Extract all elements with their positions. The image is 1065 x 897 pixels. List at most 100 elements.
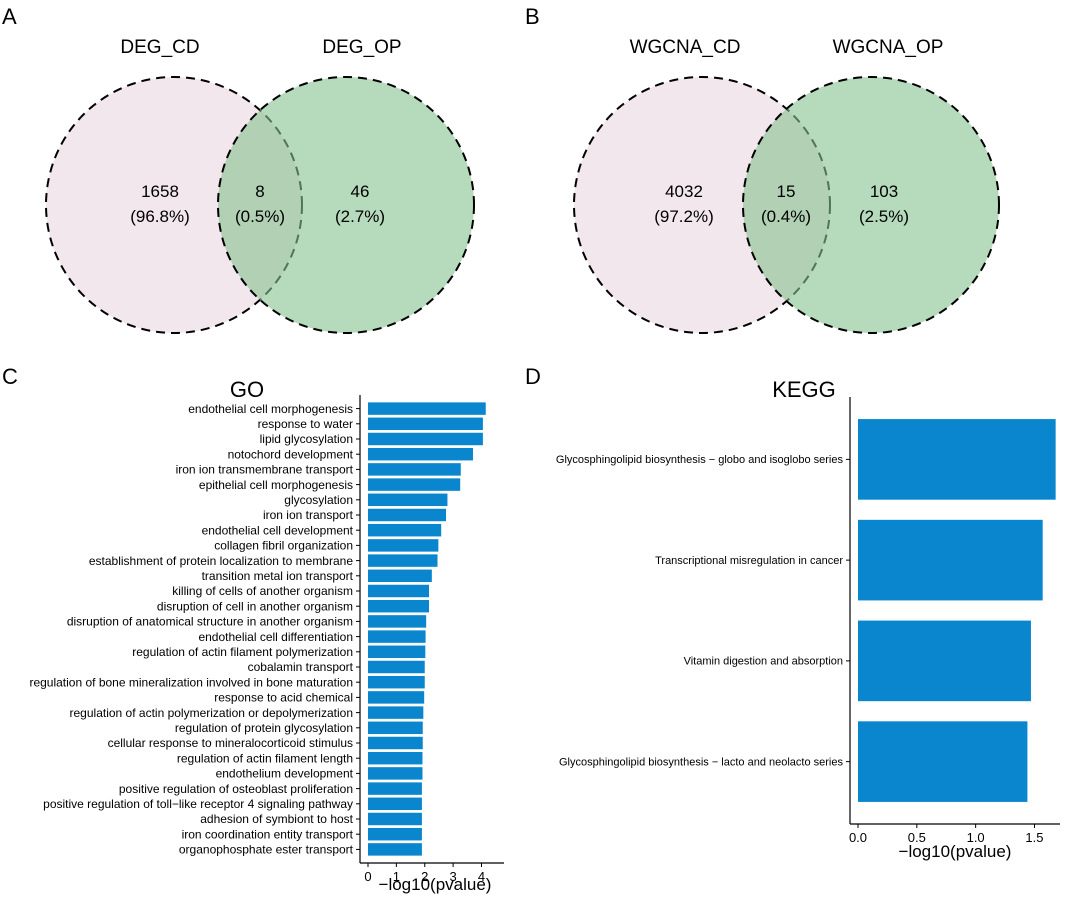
go-bar (368, 584, 429, 598)
go-category-label: lipid glycosylation (260, 432, 353, 446)
go-category-label: disruption of cell in another organism (157, 599, 353, 613)
venn-deg-left-count: 1658 (141, 182, 179, 201)
go-x-tick-label: 3 (449, 869, 456, 884)
go-bar (368, 554, 438, 567)
go-category-label: endothelial cell development (202, 523, 354, 537)
go-bar (368, 508, 447, 522)
go-bar (368, 721, 423, 735)
go-bar (368, 812, 422, 826)
go-category-label: transition metal ion transport (202, 569, 354, 583)
go-bar (368, 843, 422, 856)
kegg-bar (858, 721, 1028, 802)
kegg-x-axis-title: −log10(pvalue) (899, 842, 1012, 861)
venn-deg-right-count: 46 (351, 182, 370, 201)
go-bar (368, 751, 423, 765)
panel-label-d: D (525, 364, 541, 389)
go-category-label: killing of cells of another organism (172, 584, 353, 598)
kegg-x-tick-label: 0.0 (849, 830, 867, 845)
go-bar (368, 827, 422, 841)
go-bar-chart: GO −log10(pvalue) endothelial cell morph… (29, 377, 504, 894)
go-category-label: response to water (258, 417, 353, 431)
go-category-label: regulation of actin polymerization or de… (70, 706, 353, 720)
go-bar (368, 523, 442, 537)
go-x-tick-label: 2 (421, 869, 428, 884)
go-category-label: collagen fibril organization (214, 539, 353, 553)
go-category-label: regulation of protein glycosylation (175, 721, 353, 735)
kegg-bar (858, 519, 1043, 601)
kegg-category-label: Glycosphingolipid biosynthesis − lacto a… (559, 756, 844, 768)
go-bar (368, 797, 422, 811)
go-category-label: organophosphate ester transport (179, 843, 354, 857)
go-category-label: regulation of actin filament polymerizat… (132, 645, 353, 659)
go-category-label: endothelial cell differentiation (198, 630, 353, 644)
go-category-label: adhesion of symbiont to host (200, 812, 353, 826)
go-bar (368, 569, 432, 583)
go-bar (368, 615, 427, 628)
go-bar (368, 660, 425, 674)
go-x-tick-label: 4 (478, 869, 485, 884)
venn-deg-cd-label: DEG_CD (120, 37, 199, 58)
kegg-category-label: Glycosphingolipid biosynthesis − globo a… (556, 454, 844, 466)
go-category-label: regulation of bone mineralization involv… (29, 675, 353, 689)
go-bar (368, 675, 425, 689)
go-category-label: glycosylation (284, 493, 353, 507)
panel-label-a: A (2, 4, 17, 29)
kegg-category-label: Transcriptional misregulation in cancer (655, 555, 843, 567)
go-bar (368, 782, 422, 795)
venn-wgcna-right-count: 103 (870, 182, 898, 201)
go-category-label: response to acid chemical (214, 691, 353, 705)
kegg-x-tick-label: 1.5 (1025, 830, 1043, 845)
go-category-label: endothelium development (216, 767, 354, 781)
venn-wgcna-op-label: WGCNA_OP (833, 37, 944, 58)
kegg-category-label: Vitamin digestion and absorption (684, 656, 843, 668)
venn-wgcna-left-count: 4032 (665, 182, 703, 201)
panel-label-b: B (525, 4, 540, 29)
go-bar (368, 463, 461, 476)
go-bar (368, 432, 483, 446)
go-category-label: iron ion transport (263, 508, 354, 522)
kegg-x-tick-label: 0.5 (908, 830, 926, 845)
kegg-bar (858, 620, 1031, 702)
go-bar (368, 493, 448, 507)
go-bar (368, 691, 425, 704)
go-title: GO (230, 377, 264, 402)
go-category-label: iron coordination entity transport (182, 827, 354, 841)
kegg-bar (858, 419, 1056, 500)
go-bar (368, 599, 429, 613)
go-category-label: disruption of anatomical structure in an… (67, 615, 353, 629)
venn-wgcna-overlap-count: 15 (777, 182, 796, 201)
venn-wgcna: WGCNA_CD WGCNA_OP 4032 (97.2%) 15 (0.4%)… (573, 37, 1000, 334)
go-bar (368, 645, 426, 659)
go-bar (368, 447, 473, 461)
go-x-tick-label: 0 (364, 869, 371, 884)
go-bar (368, 736, 423, 750)
venn-deg-overlap-count: 8 (255, 182, 264, 201)
go-bar (368, 630, 426, 643)
go-category-label: notochord development (228, 447, 354, 461)
venn-deg: DEG_CD DEG_OP 1658 (96.8%) 8 (0.5%) 46 (… (45, 37, 475, 334)
go-bar (368, 767, 423, 780)
go-x-axis-title: −log10(pvalue) (379, 875, 492, 894)
venn-deg-left-percent: (96.8%) (130, 207, 190, 226)
go-bar (368, 706, 424, 719)
go-category-label: iron ion transmembrane transport (176, 463, 354, 477)
venn-deg-right-percent: (2.7%) (335, 207, 385, 226)
venn-wgcna-overlap-percent: (0.4%) (761, 207, 811, 226)
venn-deg-op-circle (217, 76, 475, 334)
go-bar (368, 402, 486, 415)
venn-deg-overlap-percent: (0.5%) (235, 207, 285, 226)
go-category-label: cellular response to mineralocorticoid s… (108, 736, 353, 750)
go-bar (368, 417, 483, 431)
kegg-x-tick-label: 1.0 (967, 830, 985, 845)
go-category-label: establishment of protein localization to… (89, 554, 353, 568)
venn-wgcna-left-percent: (97.2%) (654, 207, 714, 226)
go-bar (368, 478, 461, 491)
go-category-label: positive regulation of osteoblast prolif… (119, 782, 353, 796)
go-category-label: cobalamin transport (248, 660, 354, 674)
kegg-title: KEGG (772, 377, 836, 402)
go-category-label: epithelial cell morphogenesis (199, 478, 353, 492)
go-category-label: endothelial cell morphogenesis (188, 402, 353, 416)
venn-wgcna-right-percent: (2.5%) (859, 207, 909, 226)
go-bar (368, 539, 439, 552)
